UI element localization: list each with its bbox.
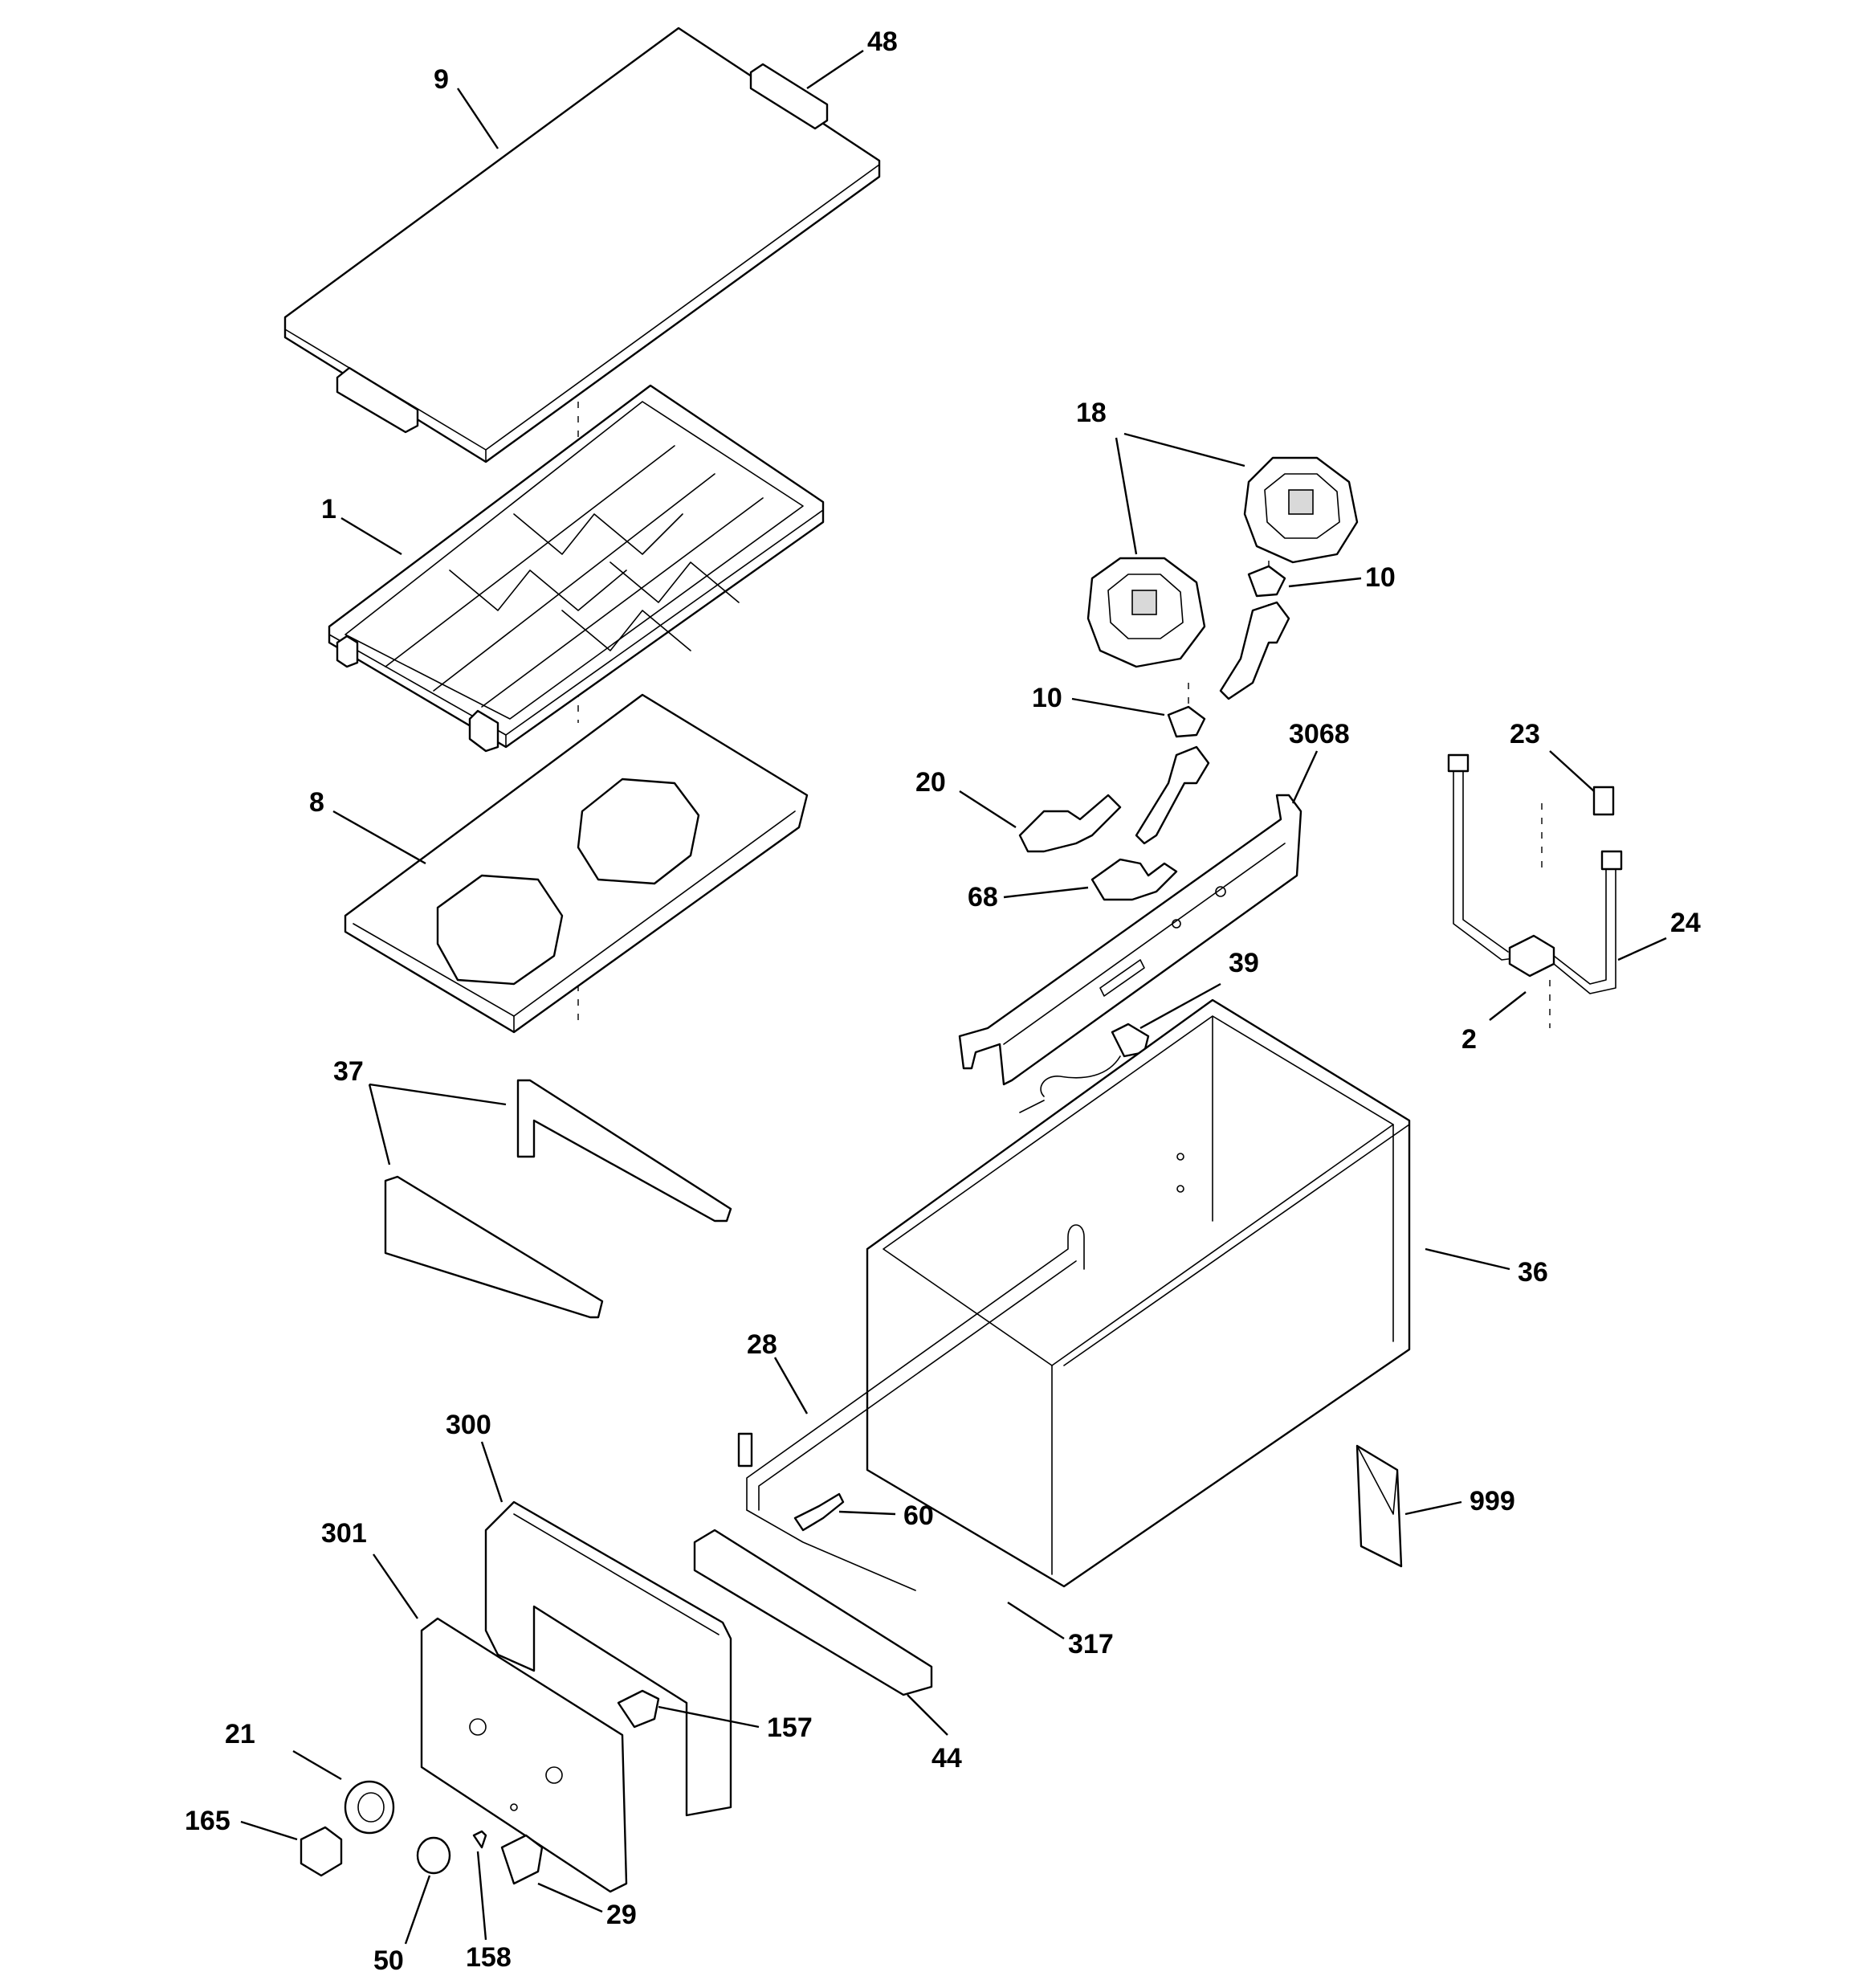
manifold-bracket — [958, 794, 1302, 1086]
gasket-rear — [1247, 565, 1286, 598]
callout-2: 2 — [1461, 1024, 1477, 1055]
valve-60 — [793, 1492, 845, 1532]
clip-29 — [500, 1834, 544, 1885]
callout-158: 158 — [466, 1942, 512, 1973]
control-panel — [420, 1617, 628, 1893]
burner-opening-front — [436, 874, 564, 986]
leader-lines — [240, 50, 1667, 1945]
main-housing — [866, 998, 1411, 1588]
burner-tubes — [1018, 601, 1290, 901]
trim-44 — [693, 1529, 933, 1696]
callout-301: 301 — [321, 1518, 367, 1549]
burner-grate — [328, 384, 825, 753]
callout-157: 157 — [767, 1712, 813, 1743]
control-panel-frame — [484, 1500, 732, 1817]
callout-24: 24 — [1670, 908, 1701, 938]
callout-68: 68 — [968, 882, 998, 912]
callout-29: 29 — [606, 1900, 637, 1930]
callout-48: 48 — [867, 27, 898, 57]
venturi-68 — [1090, 858, 1178, 901]
callout-28: 28 — [747, 1329, 777, 1360]
callout-labels: 48 9 1 8 18 10 10 3068 20 68 23 24 2 39 … — [185, 27, 1701, 1976]
callout-165: 165 — [185, 1806, 230, 1836]
cover-handle-back — [749, 63, 829, 130]
manifold-pipe — [737, 1224, 1085, 1591]
callout-39: 39 — [1229, 948, 1259, 978]
callout-9: 9 — [434, 64, 449, 95]
callout-21: 21 — [225, 1719, 255, 1749]
callout-10-rear: 10 — [1365, 562, 1396, 593]
fitting-24 — [1600, 850, 1623, 871]
griddle-cover — [283, 27, 881, 463]
callout-20: 20 — [915, 767, 946, 798]
bracket-lower — [384, 1175, 604, 1319]
callout-3068: 3068 — [1289, 719, 1350, 749]
callout-1: 1 — [321, 494, 336, 525]
tee-fitting — [1508, 934, 1555, 978]
knob-50 — [416, 1836, 451, 1875]
burner-heads — [1086, 456, 1359, 668]
knob-165 — [300, 1826, 343, 1877]
literature-envelope — [1355, 1444, 1403, 1568]
callout-10-front: 10 — [1032, 683, 1062, 713]
front-trim — [693, 1529, 933, 1696]
callout-317: 317 — [1068, 1629, 1114, 1659]
gasket-front — [1167, 705, 1206, 738]
callout-37: 37 — [333, 1056, 364, 1087]
callout-23: 23 — [1510, 719, 1540, 749]
callout-36: 36 — [1518, 1257, 1548, 1288]
support-brackets — [384, 1079, 732, 1319]
callout-8: 8 — [309, 787, 324, 818]
knobs-and-hardware — [300, 1780, 544, 1885]
fitting-23 — [1592, 786, 1615, 816]
gas-fittings — [1447, 753, 1623, 994]
igniter — [1019, 1023, 1150, 1113]
venturi-20 — [1018, 794, 1122, 853]
burner-gaskets — [1167, 565, 1286, 738]
callout-50: 50 — [373, 1945, 404, 1976]
drip-tray — [344, 693, 809, 1034]
tube-front — [1135, 745, 1210, 845]
burner-opening-back — [577, 778, 700, 885]
callout-999: 999 — [1470, 1486, 1515, 1517]
callout-18: 18 — [1076, 398, 1107, 428]
callout-60: 60 — [903, 1500, 934, 1531]
tube-rear — [1219, 601, 1290, 700]
valve-157 — [617, 1689, 660, 1729]
screw-158 — [472, 1830, 487, 1849]
bracket-upper — [516, 1079, 732, 1223]
cover-handle-front — [336, 366, 419, 434]
callout-300: 300 — [446, 1410, 491, 1440]
bezel-21 — [344, 1780, 395, 1835]
callout-44: 44 — [932, 1743, 962, 1774]
